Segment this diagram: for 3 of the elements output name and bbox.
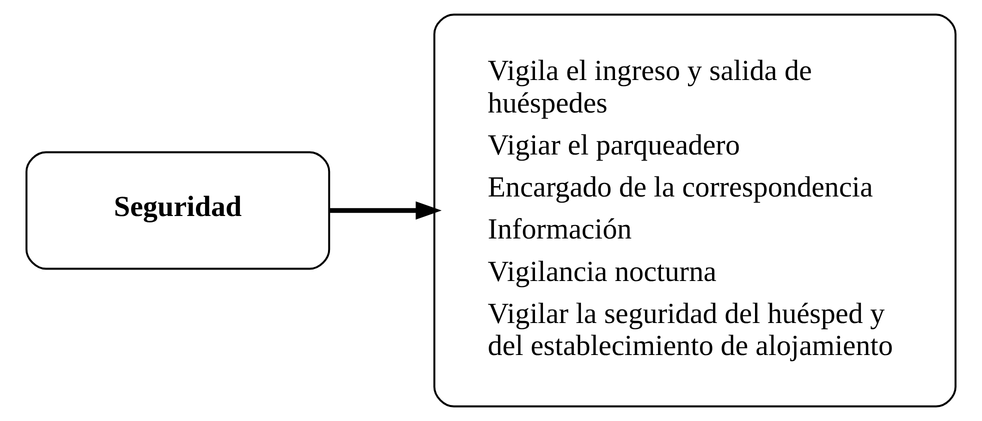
arrow	[329, 201, 442, 220]
node-box: Vigila el ingreso y salida de huéspedes Vigiar el parqueadero Encargado de la correspondencia Información Vigilancia nocturna Vigilar la seguridad del huésped y del establecimiento de alojamiento	[433, 14, 956, 408]
node-box: Seguridad	[26, 151, 330, 270]
